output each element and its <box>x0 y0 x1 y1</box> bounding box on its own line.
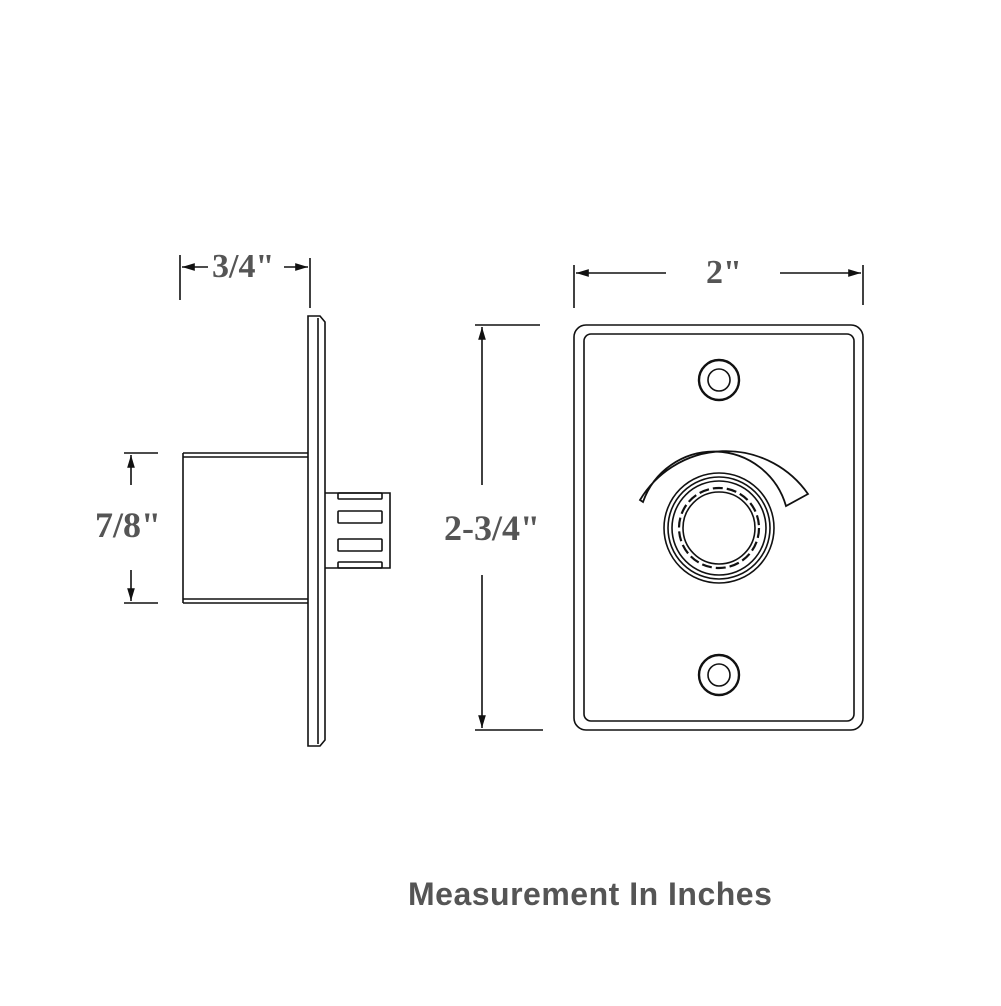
side-view <box>124 255 391 747</box>
width-label: 2" <box>706 254 742 291</box>
push-button <box>663 472 775 584</box>
front-height-label: 2-3/4" <box>444 508 540 548</box>
arc-indicator <box>638 450 810 508</box>
front-view <box>475 265 864 731</box>
height-dimension-line-front <box>475 324 543 731</box>
depth-dimension-line <box>179 255 311 308</box>
top-screw-hole <box>697 358 741 402</box>
width-dimension-line <box>573 265 864 308</box>
front-plate-inner <box>583 333 855 722</box>
bottom-screw-hole <box>697 653 741 697</box>
measurement-caption: Measurement In Inches <box>408 876 773 912</box>
side-height-label: 7/8" <box>95 505 161 545</box>
side-body <box>182 452 308 604</box>
height-dimension-line-side <box>124 452 158 604</box>
side-plate <box>307 315 326 747</box>
side-button <box>325 492 391 569</box>
depth-label: 3/4" <box>212 248 275 285</box>
front-plate-outer <box>573 324 864 731</box>
